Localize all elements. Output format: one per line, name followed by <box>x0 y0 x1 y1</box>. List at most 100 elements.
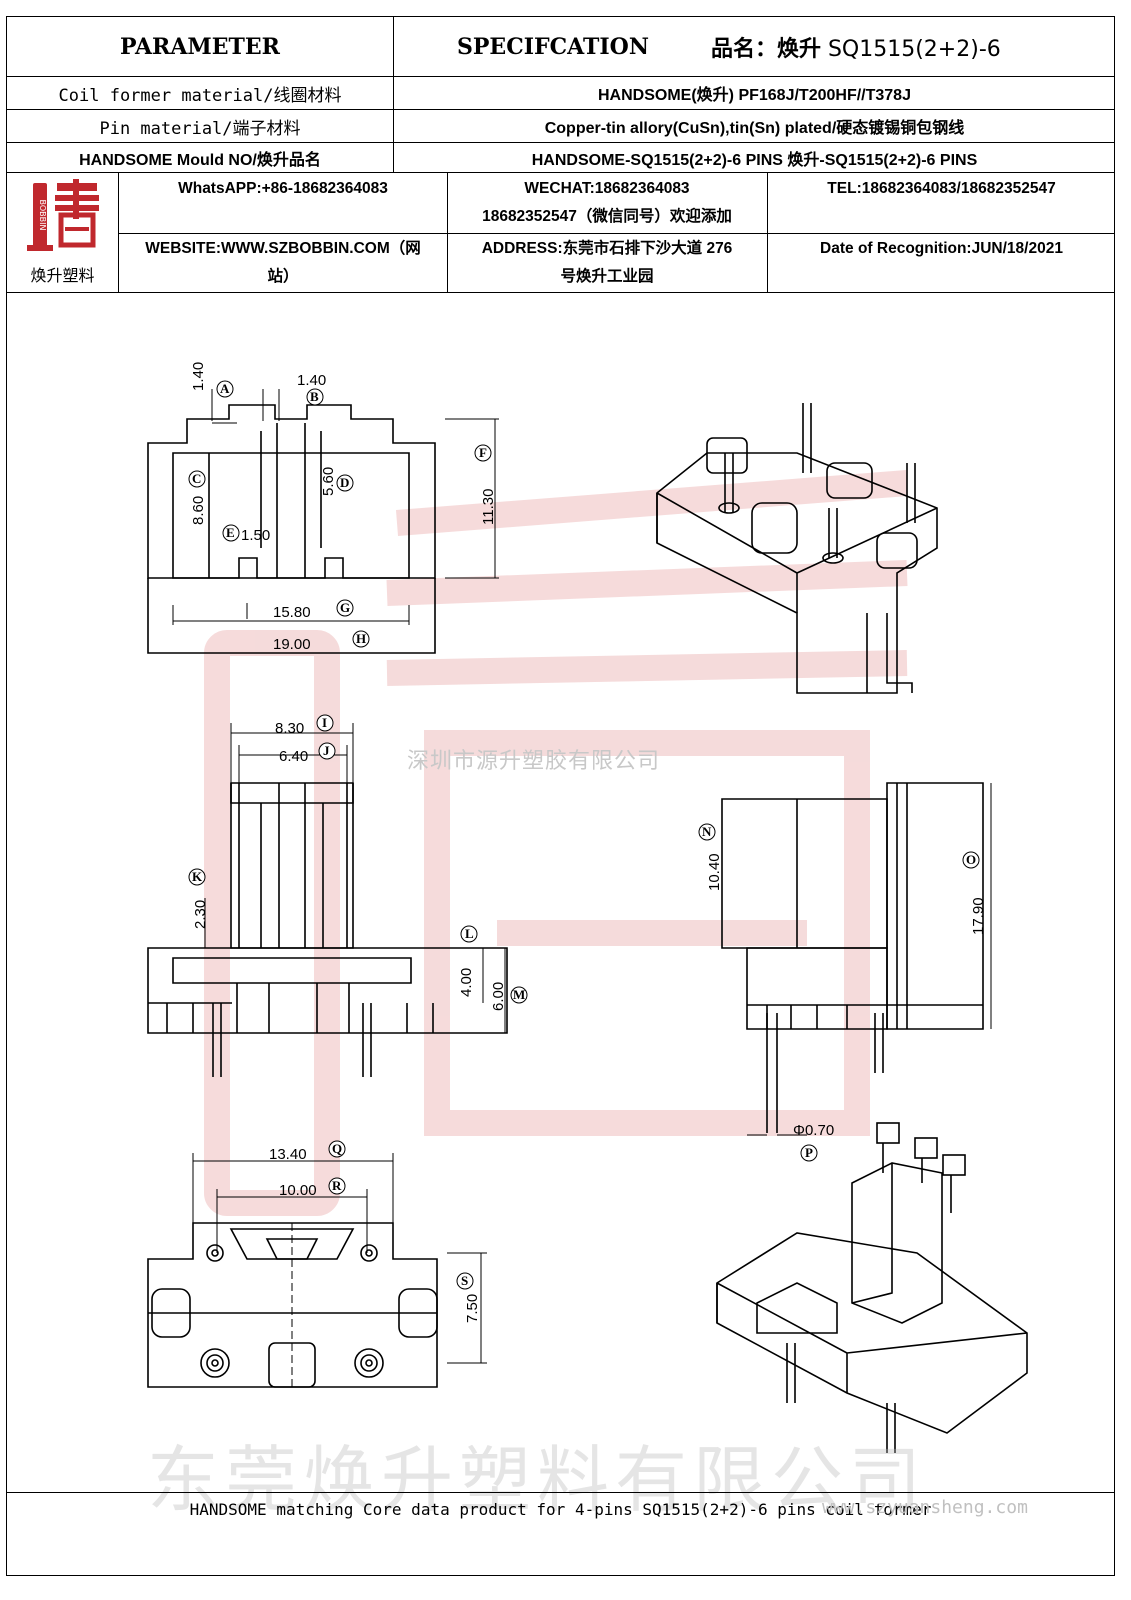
pin-material-row: Pin material/端子材料 Copper-tin allory(CuSn… <box>7 110 1114 143</box>
row-label: HANDSOME Mould NO/焕升品名 <box>79 151 321 169</box>
side-view <box>147 782 508 1077</box>
logo-text: BOBBIN <box>38 200 47 231</box>
svg-text:J: J <box>323 743 330 758</box>
drawing-canvas: 1.40 1.40 8.60 5.60 1.50 11.30 15.80 19.… <box>147 362 1028 1453</box>
badge-i: I <box>316 714 334 732</box>
svg-text:R: R <box>332 1178 342 1193</box>
badge-h: H <box>352 630 370 648</box>
mould-no-row: HANDSOME Mould NO/焕升品名 HANDSOME-SQ1515(2… <box>7 143 1114 173</box>
svg-text:N: N <box>702 824 712 839</box>
svg-text:Q: Q <box>332 1141 342 1156</box>
badge-c: C <box>188 470 206 488</box>
product-label: 品名：焕升 <box>710 36 821 62</box>
spec-sheet: PARAMETER SPECIFCATION 品名：焕升 SQ1515(2+2)… <box>6 16 1115 1576</box>
row-label: Pin material/端子材料 <box>99 118 301 139</box>
logo-caption: 焕升塑料 <box>30 266 95 285</box>
svg-text:C: C <box>192 471 201 486</box>
footer-note: HANDSOME matching Core data product for … <box>7 1492 1114 1525</box>
dim-p-value: Φ0.70 <box>793 1122 834 1139</box>
whatsapp: WhatsAPP:+86-18682364083 <box>178 180 388 197</box>
svg-text:D: D <box>340 475 349 490</box>
end-view <box>721 782 984 1133</box>
website: WEBSITE:WWW.SZBOBBIN.COM（网 站） <box>119 235 447 291</box>
badge-m: M <box>510 986 528 1004</box>
svg-text:B: B <box>310 389 319 404</box>
header-row: PARAMETER SPECIFCATION 品名：焕升 SQ1515(2+2)… <box>7 17 1114 77</box>
svg-text:P: P <box>805 1145 813 1160</box>
telephone: TEL:18682364083/18682352547 <box>827 180 1056 197</box>
svg-text:E: E <box>226 525 235 540</box>
logo-watermark-icon <box>204 470 909 1216</box>
badge-q: Q <box>328 1140 346 1158</box>
dim-j-value: 6.40 <box>279 748 308 765</box>
product-name: SQ1515(2+2)-6 <box>827 36 1001 62</box>
watermark-company-large: 东莞焕升塑料有限公司 <box>147 1438 928 1522</box>
website-line-2: 站） <box>267 268 299 285</box>
dim-m-value: 6.00 <box>490 982 507 1011</box>
contact-block: BOBBIN 焕升塑料 WhatsAPP:+86-18682364083 WEC… <box>7 173 1114 293</box>
iso-view-bottom <box>716 1122 1028 1453</box>
specification-heading: SPECIFCATION <box>457 33 649 60</box>
svg-text:K: K <box>192 869 203 884</box>
svg-text:S: S <box>461 1273 468 1288</box>
badge-b: B <box>306 388 324 406</box>
address: ADDRESS:东莞市石排下沙大道 276 号焕升工业园 <box>447 235 767 291</box>
svg-text:O: O <box>966 852 976 867</box>
product-title: 品名：焕升 SQ1515(2+2)-6 <box>711 31 1001 63</box>
recognition-date: Date of Recognition:JUN/18/2021 <box>820 240 1063 257</box>
svg-text:H: H <box>356 631 366 646</box>
technical-drawing: 1.40 1.40 8.60 5.60 1.50 11.30 15.80 19.… <box>7 293 1114 1522</box>
dim-f-value: 11.30 <box>480 489 497 525</box>
svg-text:A: A <box>220 381 230 396</box>
badge-g: G <box>336 599 354 617</box>
dim-q-value: 13.40 <box>269 1146 307 1163</box>
row-value: HANDSOME(焕升) PF168J/T200HF//T378J <box>598 87 911 104</box>
row-value: HANDSOME-SQ1515(2+2)-6 PINS 焕升-SQ1515(2+… <box>531 151 978 169</box>
watermark-url: www.szyuansheng.com <box>822 1497 1028 1518</box>
badge-p: P <box>800 1144 818 1162</box>
bottom-view <box>147 1222 438 1388</box>
dim-b-value: 1.40 <box>297 372 326 389</box>
dim-g-value: 15.80 <box>273 604 311 621</box>
watermark-company-small: 深圳市源升塑胶有限公司 <box>407 749 661 774</box>
badge-s: S <box>456 1272 474 1290</box>
bobbin-logo-icon: BOBBIN <box>27 179 99 251</box>
logo: BOBBIN 焕升塑料 <box>7 173 119 292</box>
address-line-2: 号焕升工业园 <box>560 268 654 285</box>
dim-h-value: 19.00 <box>273 636 311 653</box>
dim-c-value: 8.60 <box>190 496 207 525</box>
dim-i-value: 8.30 <box>275 720 304 737</box>
coil-former-material-row: Coil former material/线圈材料 HANDSOME(焕升) P… <box>7 77 1114 110</box>
badge-j: J <box>318 742 336 760</box>
badge-k: K <box>188 868 206 886</box>
row-value: Copper-tin allory(CuSn),tin(Sn) plated/硬… <box>544 120 965 137</box>
website-line-1: WEBSITE:WWW.SZBOBBIN.COM（网 <box>145 240 421 257</box>
badge-a: A <box>216 380 234 398</box>
badge-r: R <box>328 1177 346 1195</box>
wechat-line-1: WECHAT:18682364083 <box>524 180 690 197</box>
badge-l: L <box>460 925 478 943</box>
svg-text:M: M <box>513 987 525 1002</box>
badge-d: D <box>336 474 354 492</box>
svg-text:F: F <box>479 445 487 460</box>
wechat-line-2: 18682352547（微信同号）欢迎添加 <box>482 208 732 225</box>
wechat: WECHAT:18682364083 18682352547（微信同号）欢迎添加 <box>447 175 767 231</box>
dim-a-value: 1.40 <box>190 362 207 391</box>
front-view <box>147 404 436 654</box>
badge-o: O <box>962 851 980 869</box>
row-label: Coil former material/线圈材料 <box>58 85 342 106</box>
address-line-1: ADDRESS:东莞市石排下沙大道 276 <box>481 240 733 257</box>
dim-d-value: 5.60 <box>320 467 337 496</box>
svg-text:I: I <box>322 715 327 730</box>
dim-e-value: 1.50 <box>241 527 270 544</box>
badge-e: E <box>222 524 240 542</box>
svg-text:G: G <box>340 600 350 615</box>
dim-s-value: 7.50 <box>464 1294 481 1323</box>
dim-n-value: 10.40 <box>706 853 723 891</box>
badge-n: N <box>698 823 716 841</box>
parameter-heading: PARAMETER <box>120 33 280 60</box>
iso-view-top <box>656 403 938 694</box>
dim-l-value: 4.00 <box>458 968 475 997</box>
dim-r-value: 10.00 <box>279 1182 317 1199</box>
badge-f: F <box>474 444 492 462</box>
